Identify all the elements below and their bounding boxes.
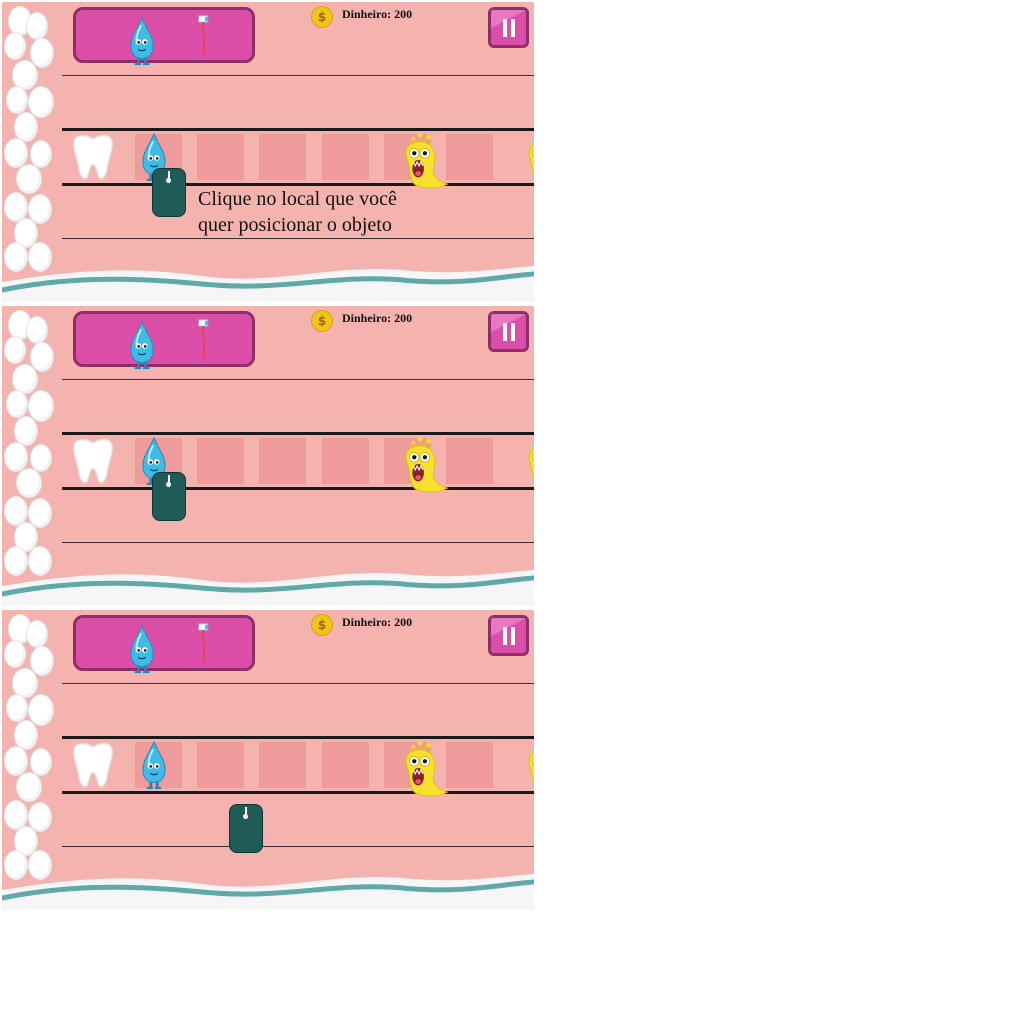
- game-frame-1: $ Dinheiro: 200 Clique no local que você…: [2, 2, 534, 302]
- gum-wave: [2, 570, 534, 606]
- lane-divider: [62, 75, 534, 76]
- tooth-icon: [68, 740, 118, 790]
- pause-button[interactable]: [488, 615, 529, 656]
- lane-divider: [62, 846, 534, 847]
- lane-cell[interactable]: [446, 134, 493, 180]
- toothbrush-icon[interactable]: [198, 14, 212, 58]
- seed-selection-panel: [73, 311, 255, 367]
- money-counter: Dinheiro: 200: [342, 615, 413, 629]
- lane-divider: [62, 791, 534, 794]
- pause-icon: [503, 323, 507, 341]
- lane-divider: [62, 379, 534, 380]
- lane-divider: [62, 238, 534, 239]
- water-drop-icon[interactable]: [128, 624, 156, 674]
- lane-divider: [62, 683, 534, 684]
- pause-button[interactable]: [488, 7, 529, 48]
- lane-cell[interactable]: [259, 438, 306, 484]
- lane-cell[interactable]: [446, 438, 493, 484]
- foam-bubbles: [2, 2, 54, 302]
- game-frame-3: $ Dinheiro: 200: [2, 610, 534, 910]
- water-drop-icon[interactable]: [128, 16, 156, 66]
- tooth-icon: [68, 132, 118, 182]
- mouse-cursor-icon: [229, 804, 263, 853]
- gum-wave: [2, 874, 534, 910]
- foam-bubbles: [2, 306, 54, 606]
- yellow-germ-monster: [395, 434, 449, 496]
- yellow-germ-monster: [395, 130, 449, 192]
- lane-cell[interactable]: [322, 742, 369, 788]
- pause-icon: [503, 19, 507, 37]
- seed-selection-panel: [73, 7, 255, 63]
- toothbrush-icon[interactable]: [198, 622, 212, 666]
- coin-icon: $: [311, 6, 333, 28]
- lane-cell[interactable]: [197, 742, 244, 788]
- yellow-germ-monster: [518, 434, 534, 496]
- money-counter: Dinheiro: 200: [342, 311, 413, 325]
- pause-icon: [503, 627, 507, 645]
- lane-divider: [62, 542, 534, 543]
- lane-cell[interactable]: [322, 134, 369, 180]
- yellow-germ-monster: [518, 738, 534, 800]
- game-frame-2: $ Dinheiro: 200: [2, 306, 534, 606]
- lane-cell[interactable]: [259, 134, 306, 180]
- money-counter: Dinheiro: 200: [342, 7, 413, 21]
- pause-button[interactable]: [488, 311, 529, 352]
- toothbrush-icon[interactable]: [198, 318, 212, 362]
- lane-divider: [62, 736, 534, 739]
- lane-divider: [62, 432, 534, 435]
- mouse-cursor-icon: [152, 168, 186, 217]
- lane-cell[interactable]: [197, 134, 244, 180]
- foam-bubbles: [2, 610, 54, 910]
- lane-divider: [62, 128, 534, 131]
- lane-divider: [62, 487, 534, 490]
- lane-cell[interactable]: [197, 438, 244, 484]
- lane-divider: [62, 183, 534, 186]
- coin-icon: $: [311, 310, 333, 332]
- tooth-icon: [68, 436, 118, 486]
- yellow-germ-monster: [518, 130, 534, 192]
- mouse-cursor-icon: [152, 472, 186, 521]
- lane-cell[interactable]: [322, 438, 369, 484]
- instruction-text: Clique no local que você quer posicionar…: [198, 188, 397, 236]
- gum-wave: [2, 266, 534, 302]
- coin-icon: $: [311, 614, 333, 636]
- yellow-germ-monster: [395, 738, 449, 800]
- water-drop-defender: [140, 740, 168, 790]
- water-drop-icon[interactable]: [128, 320, 156, 370]
- lane-cell[interactable]: [259, 742, 306, 788]
- seed-selection-panel: [73, 615, 255, 671]
- lane-cell[interactable]: [446, 742, 493, 788]
